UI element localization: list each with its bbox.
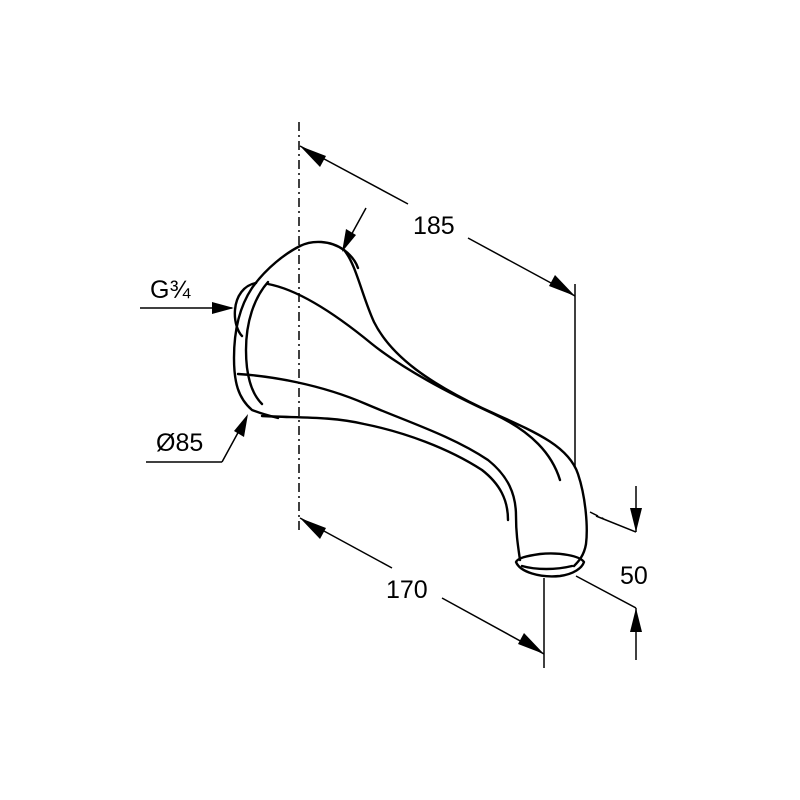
thread-label: G¾ <box>150 276 191 304</box>
thread-label-fraction: ¾ <box>169 276 191 304</box>
dimension-label-170: 170 <box>386 576 428 604</box>
thread-callout: G¾ <box>140 276 234 314</box>
spout-outlet-inner <box>520 564 574 571</box>
dimension-outlet-height: 50 <box>575 486 648 660</box>
thread-label-base: G <box>150 276 169 304</box>
thread-connector <box>233 281 258 338</box>
dimension-length-bottom: 170 <box>299 517 545 668</box>
dimension-label-50: 50 <box>620 562 648 590</box>
spout-shade-line <box>260 414 510 522</box>
arrowhead-170-right <box>518 633 544 654</box>
arrowhead-rim <box>342 229 356 252</box>
arrowhead-50-top <box>630 508 642 532</box>
spout-upper-contour <box>342 248 588 568</box>
arrowhead-diameter <box>234 414 248 437</box>
dimension-label-185: 185 <box>413 212 455 240</box>
arrowhead-170-left <box>300 518 326 539</box>
arrowhead-185-left <box>300 146 326 167</box>
wall-rosette-inner <box>244 280 270 406</box>
spout-body <box>232 240 588 578</box>
dimension-length-top: 185 <box>299 145 576 468</box>
arrowhead-thread <box>212 302 234 314</box>
wall-rosette <box>232 244 302 420</box>
diameter-callout: Ø85 <box>146 414 248 463</box>
arrowhead-50-bottom <box>630 608 642 632</box>
arrowhead-185-right <box>549 275 575 296</box>
rosette-rim <box>298 240 360 270</box>
spout-lower-contour <box>236 372 522 562</box>
spout-outlet <box>514 552 586 578</box>
diameter-label: Ø85 <box>156 429 203 457</box>
rim-leader <box>342 207 367 252</box>
spout-highlight-line <box>266 282 562 482</box>
